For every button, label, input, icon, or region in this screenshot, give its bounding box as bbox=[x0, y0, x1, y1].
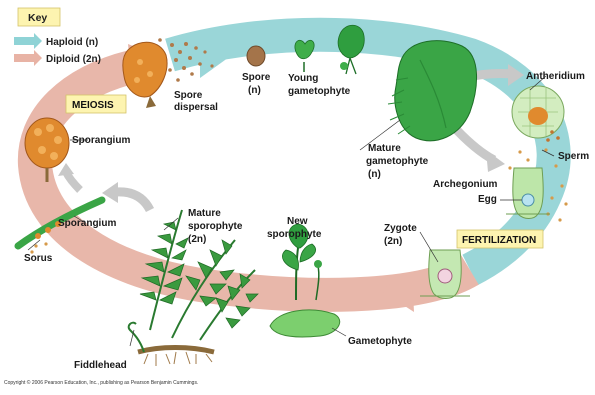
legend-haploid-swatch bbox=[14, 33, 42, 49]
label-mature-gametophyte-2: gametophyte bbox=[366, 156, 429, 167]
grey-arrowhead-sorus bbox=[58, 163, 74, 176]
legend-diploid-swatch bbox=[14, 50, 42, 66]
label-sporangium-top: Sporangium bbox=[72, 135, 130, 146]
label-fiddlehead: Fiddlehead bbox=[74, 360, 127, 371]
egg-illustration bbox=[522, 194, 534, 206]
legend-haploid-label: Haploid (n) bbox=[46, 37, 98, 48]
label-mature-gametophyte-1: Mature bbox=[368, 143, 401, 154]
label-mature-sporophyte-2: sporophyte bbox=[188, 221, 243, 232]
label-sporangium-left: Sporangium bbox=[58, 218, 116, 229]
label-gametophyte: Gametophyte bbox=[348, 336, 412, 347]
label-archegonium: Archegonium bbox=[433, 179, 498, 190]
grey-arrowhead-archegonium bbox=[486, 150, 505, 172]
label-young-gametophyte-1: Young bbox=[288, 73, 318, 84]
label-zygote-1: Zygote bbox=[384, 223, 417, 234]
label-zygote-2: (2n) bbox=[384, 236, 402, 247]
label-spore-dispersal-1: Spore bbox=[174, 90, 203, 101]
label-sorus: Sorus bbox=[24, 253, 53, 264]
copyright-text: Copyright © 2006 Pearson Education, Inc.… bbox=[4, 379, 198, 386]
legend-title: Key bbox=[28, 12, 47, 24]
label-young-gametophyte-2: gametophyte bbox=[288, 86, 351, 97]
label-egg: Egg bbox=[478, 194, 497, 205]
label-mature-gametophyte-3: (n) bbox=[368, 169, 381, 180]
grey-arrow-sporangium bbox=[115, 192, 150, 210]
legend-diploid-label: Diploid (2n) bbox=[46, 54, 101, 65]
label-antheridium: Antheridium bbox=[526, 71, 585, 82]
fertilization-label: FERTILIZATION bbox=[462, 235, 536, 246]
rhizome-illustration bbox=[129, 323, 214, 366]
gametophyte-base-illustration bbox=[270, 310, 340, 337]
label-sperm: Sperm bbox=[558, 151, 589, 162]
meiosis-label: MEIOSIS bbox=[72, 100, 114, 111]
fiddlehead-illustration bbox=[129, 323, 144, 352]
legend: Key Haploid (n) Diploid (2n) bbox=[14, 8, 101, 66]
label-mature-sporophyte-1: Mature bbox=[188, 208, 221, 219]
label-mature-sporophyte-3: (2n) bbox=[188, 234, 206, 245]
label-spore-1: Spore bbox=[242, 72, 271, 83]
label-spore-dispersal-2: dispersal bbox=[174, 102, 218, 113]
label-spore-2: (n) bbox=[248, 85, 261, 96]
label-new-sporophyte-1: New bbox=[287, 216, 308, 227]
label-new-sporophyte-2: sporophyte bbox=[267, 229, 322, 240]
spore-illustration bbox=[247, 46, 265, 66]
